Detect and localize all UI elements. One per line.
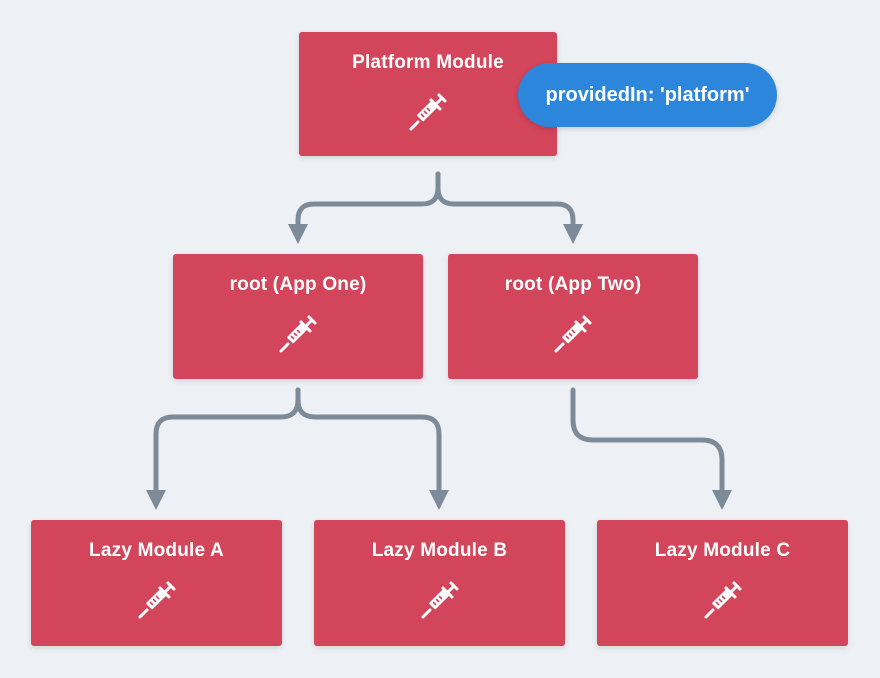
- syringe-icon: [421, 581, 458, 619]
- node-root-app-two: root (App Two): [448, 254, 698, 379]
- node-lazy-module-b: Lazy Module B: [314, 520, 565, 646]
- node-label: root (App One): [229, 274, 367, 295]
- node-label: root (App Two): [504, 274, 642, 295]
- syringe-icon: [279, 315, 317, 353]
- connector-platform-to-app-one: [288, 171, 441, 244]
- syringe-icon: [138, 581, 175, 619]
- provided-in-badge: providedIn: 'platform': [518, 63, 777, 127]
- connector-app-one-to-lazy-b: [295, 387, 449, 510]
- syringe-icon: [554, 315, 592, 353]
- node-label: Lazy Module B: [371, 540, 508, 561]
- node-lazy-module-a: Lazy Module A: [31, 520, 282, 646]
- node-label: Platform Module: [352, 52, 504, 73]
- node-label: Lazy Module A: [89, 540, 224, 561]
- badge-text: providedIn: 'platform': [545, 83, 750, 106]
- syringe-icon: [704, 581, 741, 619]
- connector-platform-to-app-two: [435, 171, 583, 244]
- node-platform-module: Platform Module: [299, 32, 557, 156]
- syringe-icon: [409, 93, 447, 131]
- node-lazy-module-c: Lazy Module C: [597, 520, 848, 646]
- connector-app-two-to-lazy-c: [570, 387, 732, 510]
- node-root-app-one: root (App One): [173, 254, 423, 379]
- connector-app-one-to-lazy-a: [146, 387, 301, 510]
- node-label: Lazy Module C: [654, 540, 791, 561]
